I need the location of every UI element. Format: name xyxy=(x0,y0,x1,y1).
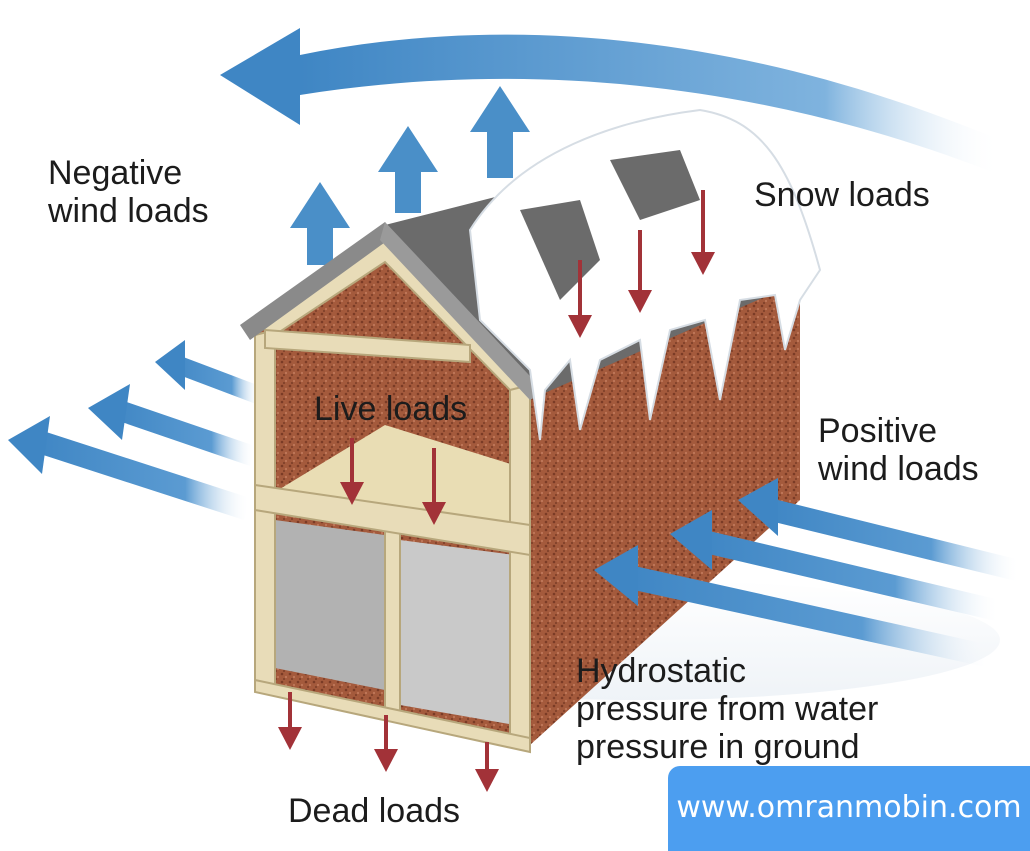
up-arrow-3-icon xyxy=(470,86,530,178)
live-loads-label: Live loads xyxy=(314,390,468,428)
watermark-url: www.omranmobin.com xyxy=(676,790,1022,825)
hydrostatic-pressure-label: Hydrostatic pressure from water pressure… xyxy=(576,652,878,766)
hydrostatic-line-1: Hydrostatic xyxy=(576,652,747,690)
snow-loads-label: Snow loads xyxy=(754,176,930,214)
snow-cover xyxy=(468,108,822,441)
negative-wind-line-2: wind loads xyxy=(48,192,209,230)
leeward-wind-arrows xyxy=(8,340,260,520)
up-arrow-1-icon xyxy=(290,182,350,265)
side-brick-wall xyxy=(390,230,800,745)
hydrostatic-line-2: pressure from water xyxy=(576,690,879,728)
negative-wind-loads-label: Negative wind loads xyxy=(48,154,209,230)
positive-wind-loads-label: Positive wind loads xyxy=(818,412,979,488)
positive-wind-line-2: wind loads xyxy=(818,450,979,488)
watermark-banner: www.omranmobin.com xyxy=(668,766,1030,851)
positive-wind-line-1: Positive xyxy=(818,412,938,450)
dead-loads-label: Dead loads xyxy=(288,792,461,830)
top-wind-arc xyxy=(220,28,1000,175)
windward-wind-arrows xyxy=(594,478,1020,668)
hydrostatic-line-3: pressure in ground xyxy=(576,728,860,766)
front-gable-wall xyxy=(253,233,532,754)
negative-wind-up-arrows xyxy=(290,86,530,265)
live-load-arrows xyxy=(340,438,446,525)
up-arrow-2-icon xyxy=(378,126,438,213)
negative-wind-line-1: Negative xyxy=(48,154,183,192)
snow-load-arrows xyxy=(568,190,715,338)
dead-load-arrows xyxy=(278,692,499,792)
